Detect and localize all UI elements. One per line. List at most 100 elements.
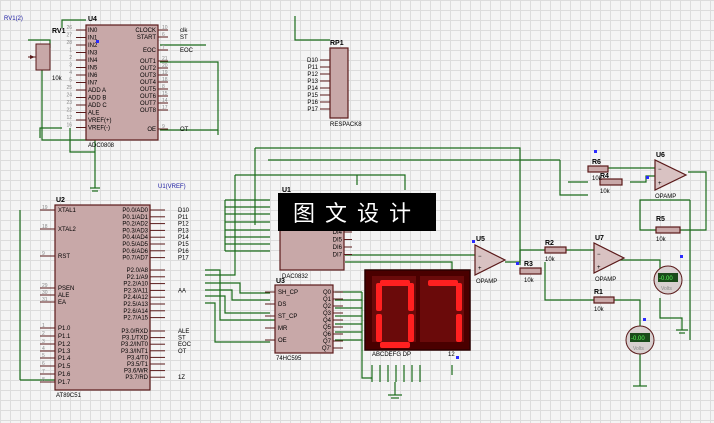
u7-part: OPAMP	[595, 277, 616, 283]
resistor-r5[interactable]: R5 10k	[655, 216, 681, 243]
display-pin-label: 12	[448, 352, 455, 358]
u4-left-pin-number: 12	[66, 115, 72, 121]
u4-left-pin-label: VREF(+)	[88, 118, 112, 124]
u2-right-pin-label: P2.5/A13	[123, 302, 148, 308]
u7-ref: U7	[595, 235, 604, 242]
u4-left-pin-label: IN7	[88, 81, 98, 87]
u4-right-net-label: OT	[180, 127, 189, 133]
u2-right-pin-label: P0.0/AD0	[122, 208, 148, 214]
display-digits	[376, 280, 462, 348]
voltmeter-2[interactable]: -0.00 Volts	[625, 325, 655, 355]
u5-part: OPAMP	[476, 279, 497, 285]
u4-right-pin-label: EOC	[143, 48, 157, 54]
u4-left-pin-number: 28	[66, 40, 72, 46]
u2-right-net-label: P12	[178, 222, 189, 228]
rp1-pin-label: P12	[307, 72, 318, 78]
u2-right-pin-label: P3.6/WR	[124, 369, 149, 375]
u4-left-pin-label: VREF(-)	[88, 126, 110, 132]
u3-right-pin-label: Q5	[323, 325, 332, 331]
resistor-r6[interactable]: R6 10k	[587, 159, 609, 182]
u2-right-net-label: ALE	[178, 329, 189, 335]
svg-text:−: −	[597, 252, 601, 258]
u3-left-pin-label: OE	[278, 338, 287, 344]
display-segments-label: ABCDEFG DP	[372, 352, 411, 358]
r4-ref: R4	[600, 173, 609, 180]
u4-left-pin-number: 16	[66, 123, 72, 129]
u1-ref: U1	[282, 187, 291, 194]
u2-right-net-label: P16	[178, 249, 189, 255]
u2-left-pin-number: 3	[42, 339, 45, 345]
u3-right-pin-label: Q6	[323, 332, 332, 338]
u3-left-pin-label: DS	[278, 302, 286, 308]
resistor-r4[interactable]: R4 10k	[599, 173, 623, 195]
u3-right-pin-label: Q7	[323, 339, 332, 345]
svg-text:+: +	[478, 266, 482, 272]
u4-right-net-label: EOC	[180, 48, 194, 54]
u4-right-pin-label: OE	[147, 127, 156, 133]
u2-left-pin-number: 8	[42, 377, 45, 383]
segment-d	[380, 342, 410, 348]
u4-left-pin-label: ALE	[88, 111, 99, 117]
r2-ref: R2	[545, 240, 554, 247]
u4-left-pin-label: IN6	[88, 73, 98, 79]
u3-part: 74HC595	[276, 356, 302, 362]
u2-left-pin-number: 1	[42, 323, 45, 329]
u4-right-pin-number: 7	[162, 45, 165, 51]
u2-left-pin-number: 2	[42, 331, 45, 337]
u2-right-net-label: P11	[178, 215, 189, 221]
u3-right-pin-label: Q0	[323, 290, 332, 296]
wires	[19, 16, 707, 399]
resistor-r3[interactable]: R3 10k	[519, 261, 542, 284]
u2-right-net-label: D10	[178, 208, 190, 214]
chip-u2-at89c51[interactable]: U2 AT89C51 XTAL119XTAL218RST9PSEN29ALE30…	[40, 197, 192, 399]
u4-left-pin-label: IN1	[88, 36, 98, 42]
u4-right-pin-label: OUT7	[140, 101, 157, 107]
u4-part: ADC0808	[88, 143, 115, 149]
r6-value: 10k	[592, 176, 603, 182]
opamp-u6[interactable]: − + U6 OPAMP	[654, 152, 688, 200]
u2-right-pin-label: P3.0/RXD	[121, 329, 148, 335]
u4-left-pin-label: ADD C	[88, 103, 107, 109]
u2-right-pin-label: P0.6/AD6	[122, 249, 148, 255]
u2-left-pin-number: 19	[42, 205, 48, 211]
chip-u3-74hc595[interactable]: U3 74HC595 SH_CPDSST_CPMROEQ0Q1Q2Q3Q4Q5Q…	[265, 278, 343, 362]
r6-ref: R6	[592, 159, 601, 166]
svg-text:+: +	[658, 181, 662, 187]
chip-u4-adc0808[interactable]: U4 ADC0808 IN026IN127IN228IN31IN42IN53IN…	[66, 16, 193, 149]
u2-right-pin-label: P3.7/RD	[125, 375, 148, 381]
u2-right-net-label: P17	[178, 256, 189, 262]
u2-right-pin-label: P2.1/A9	[127, 275, 149, 281]
u4-left-pin-number: 27	[66, 33, 72, 39]
voltmeter-1[interactable]: -0.00 Volts	[653, 265, 683, 295]
u2-right-pin-label: P2.7/A15	[123, 316, 148, 322]
u4-left-pin-number: 3	[69, 63, 72, 69]
u4-right-pin-number: 6	[162, 32, 165, 38]
potentiometer-rv1[interactable]: RV1 10k RV1(2)	[4, 16, 66, 82]
rp1-pin-label: P17	[307, 107, 318, 113]
u2-left-pin-number: 5	[42, 353, 45, 359]
rp1-pin-label: D10	[307, 58, 319, 64]
u2-left-pin-number: 6	[42, 361, 45, 367]
u4-right-pin-label: OUT1	[140, 59, 157, 65]
r1-ref: R1	[594, 289, 603, 296]
u3-left-pin-label: MR	[278, 326, 288, 332]
u1-part: DAC0832	[282, 274, 309, 280]
opamp-u7[interactable]: − + U7 OPAMP	[593, 235, 626, 283]
u2-right-pin-label: P0.1/AD1	[122, 215, 148, 221]
voltmeter-1-unit: Volts	[661, 286, 672, 292]
resistor-r2[interactable]: R2 10k	[544, 240, 567, 263]
resistor-r1[interactable]: R1 10k	[593, 289, 615, 313]
u2-right-net-label: P15	[178, 242, 189, 248]
seven-segment-display[interactable]: ABCDEFG DP 12	[364, 269, 471, 358]
opamp-u5[interactable]: − + U5 OPAMP	[474, 236, 507, 285]
u2-right-net-label: AA	[178, 288, 186, 294]
u2-left-pin-label: PSEN	[58, 286, 74, 292]
u2-right-net-label: OT	[178, 349, 187, 355]
u4-left-pin-number: 2	[69, 55, 72, 61]
u4-left-pin-label: ADD A	[88, 88, 106, 94]
u4-right-pin-number: 8	[162, 84, 165, 90]
